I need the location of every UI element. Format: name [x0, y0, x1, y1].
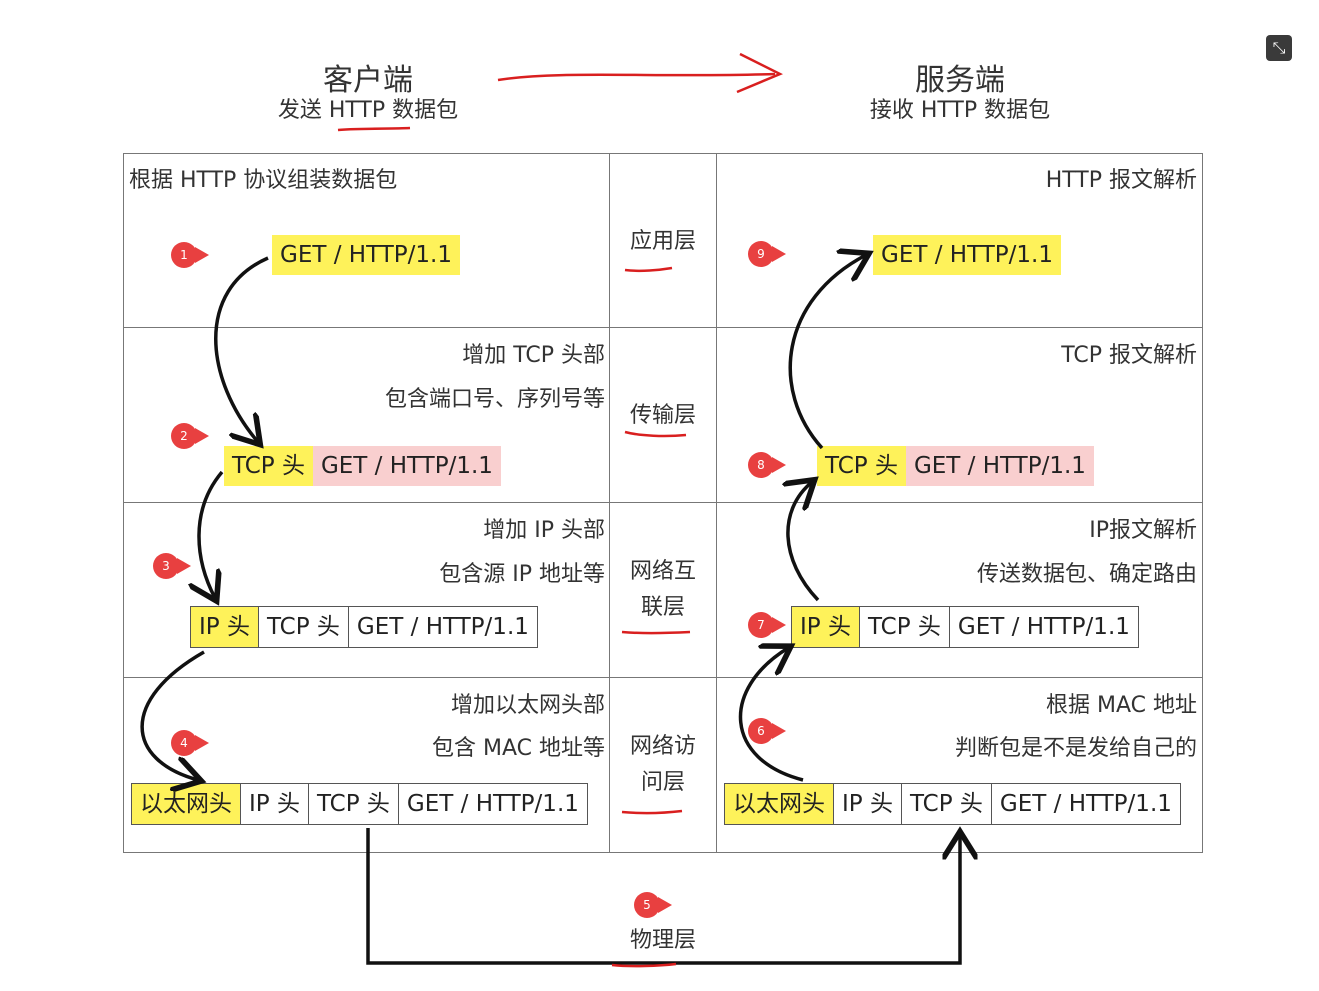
red-underline-physical — [611, 962, 677, 968]
layer-network-line1: 网络互 — [629, 559, 696, 584]
layer-application: 应用层 — [629, 229, 696, 254]
arrow-step-5 — [366, 828, 960, 965]
step-badge-2: 2 — [171, 423, 209, 449]
client-packet-app: GET / HTTP/1.1 — [272, 235, 460, 275]
layer-link-line1: 网络访 — [629, 734, 696, 759]
eth-header-segment: 以太网头 — [132, 784, 240, 824]
red-underline-application — [624, 266, 673, 273]
tcp-header-segment: TCP 头 — [900, 784, 991, 824]
step-badge-6: 6 — [748, 718, 786, 744]
ip-header-segment: IP 头 — [191, 607, 258, 647]
client-title: 客户端 — [323, 63, 413, 98]
server-packet-eth: 以太网头 IP 头 TCP 头 GET / HTTP/1.1 — [724, 783, 1181, 825]
layer-network-line2: 联层 — [640, 595, 685, 620]
step-badge-3: 3 — [153, 553, 191, 579]
http-segment: GET / HTTP/1.1 — [397, 784, 587, 824]
ip-header-segment: IP 头 — [792, 607, 859, 647]
layer-physical: 物理层 — [629, 928, 696, 953]
layer-link-line2: 问层 — [640, 770, 685, 795]
client-packet-ip: IP 头 TCP 头 GET / HTTP/1.1 — [190, 606, 538, 648]
tcp-header-segment: TCP 头 — [858, 607, 949, 647]
http-segment: GET / HTTP/1.1 — [948, 607, 1138, 647]
arrow-step-7 — [788, 482, 820, 602]
layer-transport: 传输层 — [629, 403, 696, 428]
client-subtitle: 发送 HTTP 数据包 — [277, 98, 459, 123]
client-eth-desc2: 包含 MAC 地址等 — [432, 736, 605, 761]
red-underline-http — [337, 126, 411, 132]
server-eth-desc2: 判断包是不是发给自己的 — [954, 736, 1197, 761]
client-ip-desc2: 包含源 IP 地址等 — [439, 562, 605, 587]
http-segment: GET / HTTP/1.1 — [905, 446, 1094, 486]
step-badge-7: 7 — [748, 612, 786, 638]
red-direction-arrow — [497, 72, 776, 82]
server-packet-ip: IP 头 TCP 头 GET / HTTP/1.1 — [791, 606, 1139, 648]
ip-header-segment: IP 头 — [240, 784, 308, 824]
step-badge-8: 8 — [748, 452, 786, 478]
collapse-fullscreen-icon[interactable]: ⤡ — [1266, 35, 1292, 61]
step-badge-9: 9 — [748, 241, 786, 267]
client-packet-eth: 以太网头 IP 头 TCP 头 GET / HTTP/1.1 — [131, 783, 588, 825]
red-underline-network — [621, 630, 691, 635]
client-eth-desc1: 增加以太网头部 — [450, 693, 605, 718]
tcp-header-segment: TCP 头 — [224, 446, 313, 486]
arrow-step-3 — [199, 470, 224, 598]
arrow-step-4 — [140, 650, 204, 780]
http-segment: GET / HTTP/1.1 — [347, 607, 537, 647]
client-app-desc: 根据 HTTP 协议组装数据包 — [129, 168, 398, 193]
server-subtitle: 接收 HTTP 数据包 — [869, 98, 1051, 123]
client-tcp-desc2: 包含端口号、序列号等 — [384, 387, 605, 412]
server-title: 服务端 — [915, 63, 1005, 98]
http-segment: GET / HTTP/1.1 — [312, 446, 501, 486]
server-ip-desc1: IP报文解析 — [1089, 518, 1197, 543]
tcp-header-segment: TCP 头 — [257, 607, 348, 647]
server-packet-app: GET / HTTP/1.1 — [873, 235, 1061, 275]
client-ip-desc1: 增加 IP 头部 — [483, 518, 605, 543]
red-underline-transport — [624, 430, 687, 438]
server-tcp-desc: TCP 报文解析 — [1061, 343, 1197, 368]
client-tcp-desc1: 增加 TCP 头部 — [462, 343, 605, 368]
tcp-header-segment: TCP 头 — [817, 446, 906, 486]
server-app-desc: HTTP 报文解析 — [1045, 168, 1197, 193]
arrow-step-8 — [788, 255, 866, 450]
arrow-step-2 — [214, 256, 269, 442]
eth-header-segment: 以太网头 — [725, 784, 833, 824]
step-badge-4: 4 — [171, 730, 209, 756]
red-underline-link — [621, 809, 683, 815]
tcp-header-segment: TCP 头 — [307, 784, 398, 824]
client-packet-tcp: TCP 头 GET / HTTP/1.1 — [224, 446, 501, 486]
http-segment: GET / HTTP/1.1 — [873, 235, 1061, 275]
arrow-step-6 — [738, 648, 804, 782]
server-eth-desc1: 根据 MAC 地址 — [1046, 693, 1197, 718]
step-badge-1: 1 — [171, 242, 209, 268]
step-badge-5: 5 — [634, 892, 672, 918]
http-segment: GET / HTTP/1.1 — [272, 235, 460, 275]
server-packet-tcp: TCP 头 GET / HTTP/1.1 — [817, 446, 1094, 486]
server-ip-desc2: 传送数据包、确定路由 — [976, 562, 1197, 587]
ip-header-segment: IP 头 — [833, 784, 901, 824]
http-segment: GET / HTTP/1.1 — [990, 784, 1180, 824]
